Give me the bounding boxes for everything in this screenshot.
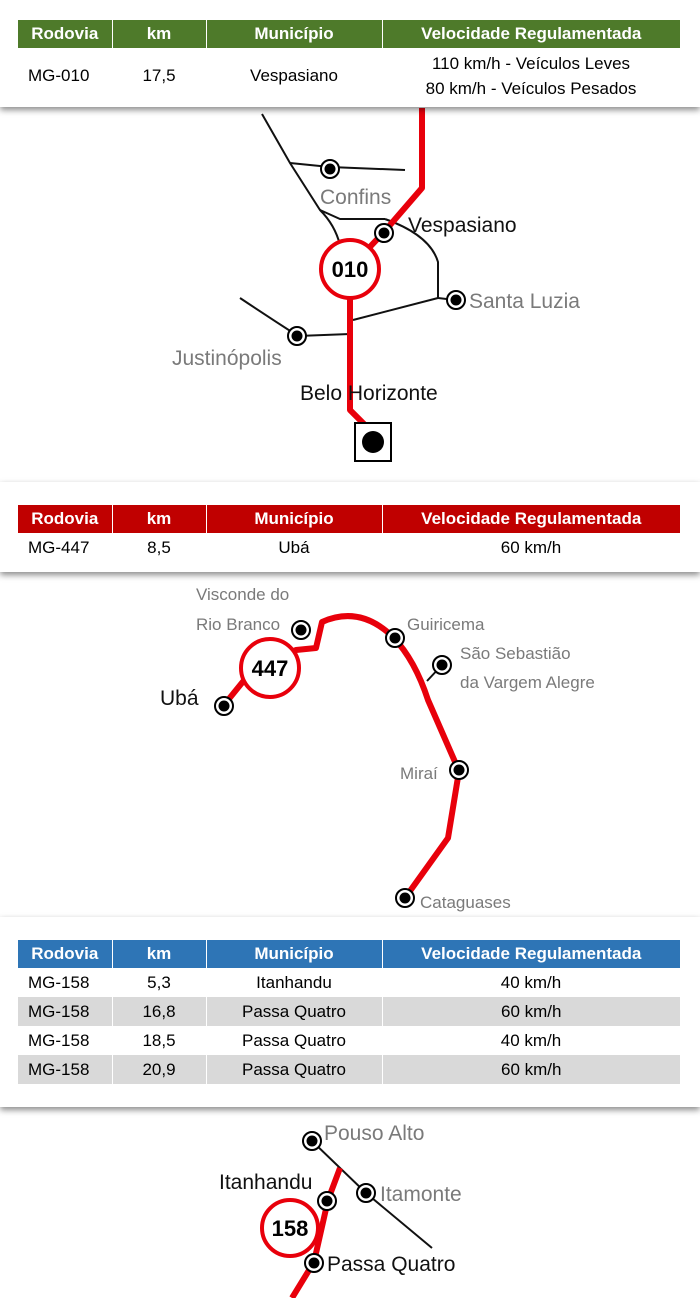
cell-city: Ubá bbox=[278, 537, 310, 557]
route-shield-447: 447 bbox=[239, 637, 301, 699]
table-card-mg010: Rodovia km Município Velocidade Regulame… bbox=[0, 0, 700, 107]
label-guiricema: Guiricema bbox=[407, 615, 485, 634]
svg-text:158: 158 bbox=[272, 1216, 309, 1241]
route-map-mg010: 010 Confins Vespasiano Santa Luzia Justi… bbox=[172, 108, 580, 462]
cell-city: Passa Quatro bbox=[205, 997, 382, 1026]
cell-speed: 40 km/h bbox=[500, 1030, 562, 1050]
route-map-mg158: 158 Pouso Alto Itanhandu Itamonte Passa … bbox=[219, 1122, 462, 1298]
main-route-mg158 bbox=[289, 1166, 343, 1298]
cell-km: 20,9 bbox=[111, 1055, 206, 1084]
cell-km: 17,5 bbox=[142, 66, 176, 85]
cell-road: MG-447 bbox=[28, 537, 90, 557]
label-uba: Ubá bbox=[160, 687, 199, 710]
cell-road: MG-158 bbox=[18, 1055, 112, 1084]
route-shield-158: 158 bbox=[260, 1198, 320, 1258]
cell-km: 5,3 bbox=[147, 972, 171, 992]
speed-table-mg158: Rodovia km Município Velocidade Regulame… bbox=[18, 940, 680, 1084]
label-belo-horizonte: Belo Horizonte bbox=[300, 382, 438, 405]
table-card-mg158: Rodovia km Município Velocidade Regulame… bbox=[0, 917, 700, 1107]
cell-speed: 40 km/h bbox=[500, 972, 562, 992]
road-south-link bbox=[352, 297, 439, 321]
cell-km: 8,5 bbox=[147, 537, 171, 557]
table-row: MG-447 8,5 Ubá 60 km/h bbox=[18, 533, 680, 562]
label-confins: Confins bbox=[320, 186, 391, 209]
table-card-mg447: Rodovia km Município Velocidade Regulame… bbox=[0, 482, 700, 572]
city-markers bbox=[287, 159, 466, 346]
cell-km: 16,8 bbox=[111, 997, 206, 1026]
cell-speed: 60 km/h bbox=[381, 1055, 680, 1084]
label-vespasiano: Vespasiano bbox=[408, 214, 517, 237]
header-road: Rodovia bbox=[31, 944, 99, 963]
label-passa-quatro: Passa Quatro bbox=[327, 1253, 455, 1276]
header-city: Município bbox=[205, 505, 382, 533]
table-row: MG-158 5,3 Itanhandu 40 km/h bbox=[18, 968, 680, 997]
table-row: MG-158 16,8 Passa Quatro 60 km/h bbox=[18, 997, 680, 1026]
label-mirai: Miraí bbox=[400, 764, 438, 783]
header-speed: Velocidade Regulamentada bbox=[381, 505, 680, 533]
label-visconde-2: Rio Branco bbox=[196, 615, 280, 634]
header-city: Município bbox=[205, 20, 382, 48]
table-row: MG-158 18,5 Passa Quatro 40 km/h bbox=[18, 1026, 680, 1055]
header-road: Rodovia bbox=[31, 24, 99, 43]
city-markers bbox=[214, 620, 469, 908]
svg-text:010: 010 bbox=[332, 257, 369, 282]
speed-table-mg447: Rodovia km Município Velocidade Regulame… bbox=[18, 505, 680, 562]
header-km: km bbox=[111, 505, 206, 533]
label-sao-sebastiao-2: da Vargem Alegre bbox=[460, 673, 595, 692]
cell-road: MG-158 bbox=[18, 997, 112, 1026]
label-pouso-alto: Pouso Alto bbox=[324, 1122, 424, 1145]
speed-table-mg010: Rodovia km Município Velocidade Regulame… bbox=[18, 20, 680, 104]
cell-speed: 110 km/h - Veículos Leves 80 km/h - Veíc… bbox=[382, 48, 680, 104]
cell-speed-heavy: 80 km/h - Veículos Pesados bbox=[425, 79, 637, 98]
cell-speed-light: 110 km/h - Veículos Leves bbox=[431, 54, 631, 73]
cell-speed: 60 km/h bbox=[381, 997, 680, 1026]
header-km: km bbox=[111, 20, 206, 48]
table-row: MG-010 17,5 Vespasiano 110 km/h - Veícul… bbox=[18, 48, 680, 104]
header-speed: Velocidade Regulamentada bbox=[381, 940, 680, 968]
header-km: km bbox=[111, 940, 206, 968]
label-sao-sebastiao-1: São Sebastião bbox=[460, 644, 571, 663]
cell-km: 18,5 bbox=[142, 1030, 176, 1050]
label-visconde-1: Visconde do bbox=[196, 585, 289, 604]
header-road: Rodovia bbox=[31, 509, 99, 528]
road-ring bbox=[384, 218, 456, 301]
cell-city: Passa Quatro bbox=[242, 1030, 346, 1050]
cell-road: MG-158 bbox=[28, 1030, 90, 1050]
label-itanhandu: Itanhandu bbox=[219, 1171, 312, 1194]
road-confins-link bbox=[289, 162, 406, 171]
cell-speed: 60 km/h bbox=[500, 537, 562, 557]
header-speed: Velocidade Regulamentada bbox=[381, 20, 680, 48]
road-west-branch bbox=[261, 113, 341, 246]
label-justinopolis: Justinópolis bbox=[172, 347, 282, 370]
svg-text:447: 447 bbox=[252, 656, 289, 681]
city-markers bbox=[302, 1131, 376, 1273]
cell-road: MG-010 bbox=[28, 66, 90, 85]
route-map-mg447: 447 Visconde do Rio Branco Guiricema São… bbox=[160, 585, 595, 912]
cell-city: Vespasiano bbox=[250, 66, 338, 85]
road-confins-mid bbox=[319, 209, 385, 220]
label-cataguases: Cataguases bbox=[420, 893, 511, 912]
route-shield-010: 010 bbox=[319, 238, 381, 300]
label-itamonte: Itamonte bbox=[380, 1183, 462, 1206]
label-santa-luzia: Santa Luzia bbox=[469, 290, 580, 313]
cell-city: Passa Quatro bbox=[205, 1055, 382, 1084]
header-city: Município bbox=[205, 940, 382, 968]
cell-road: MG-158 bbox=[28, 972, 90, 992]
table-row: MG-158 20,9 Passa Quatro 60 km/h bbox=[18, 1055, 680, 1084]
cell-city: Itanhandu bbox=[256, 972, 332, 992]
